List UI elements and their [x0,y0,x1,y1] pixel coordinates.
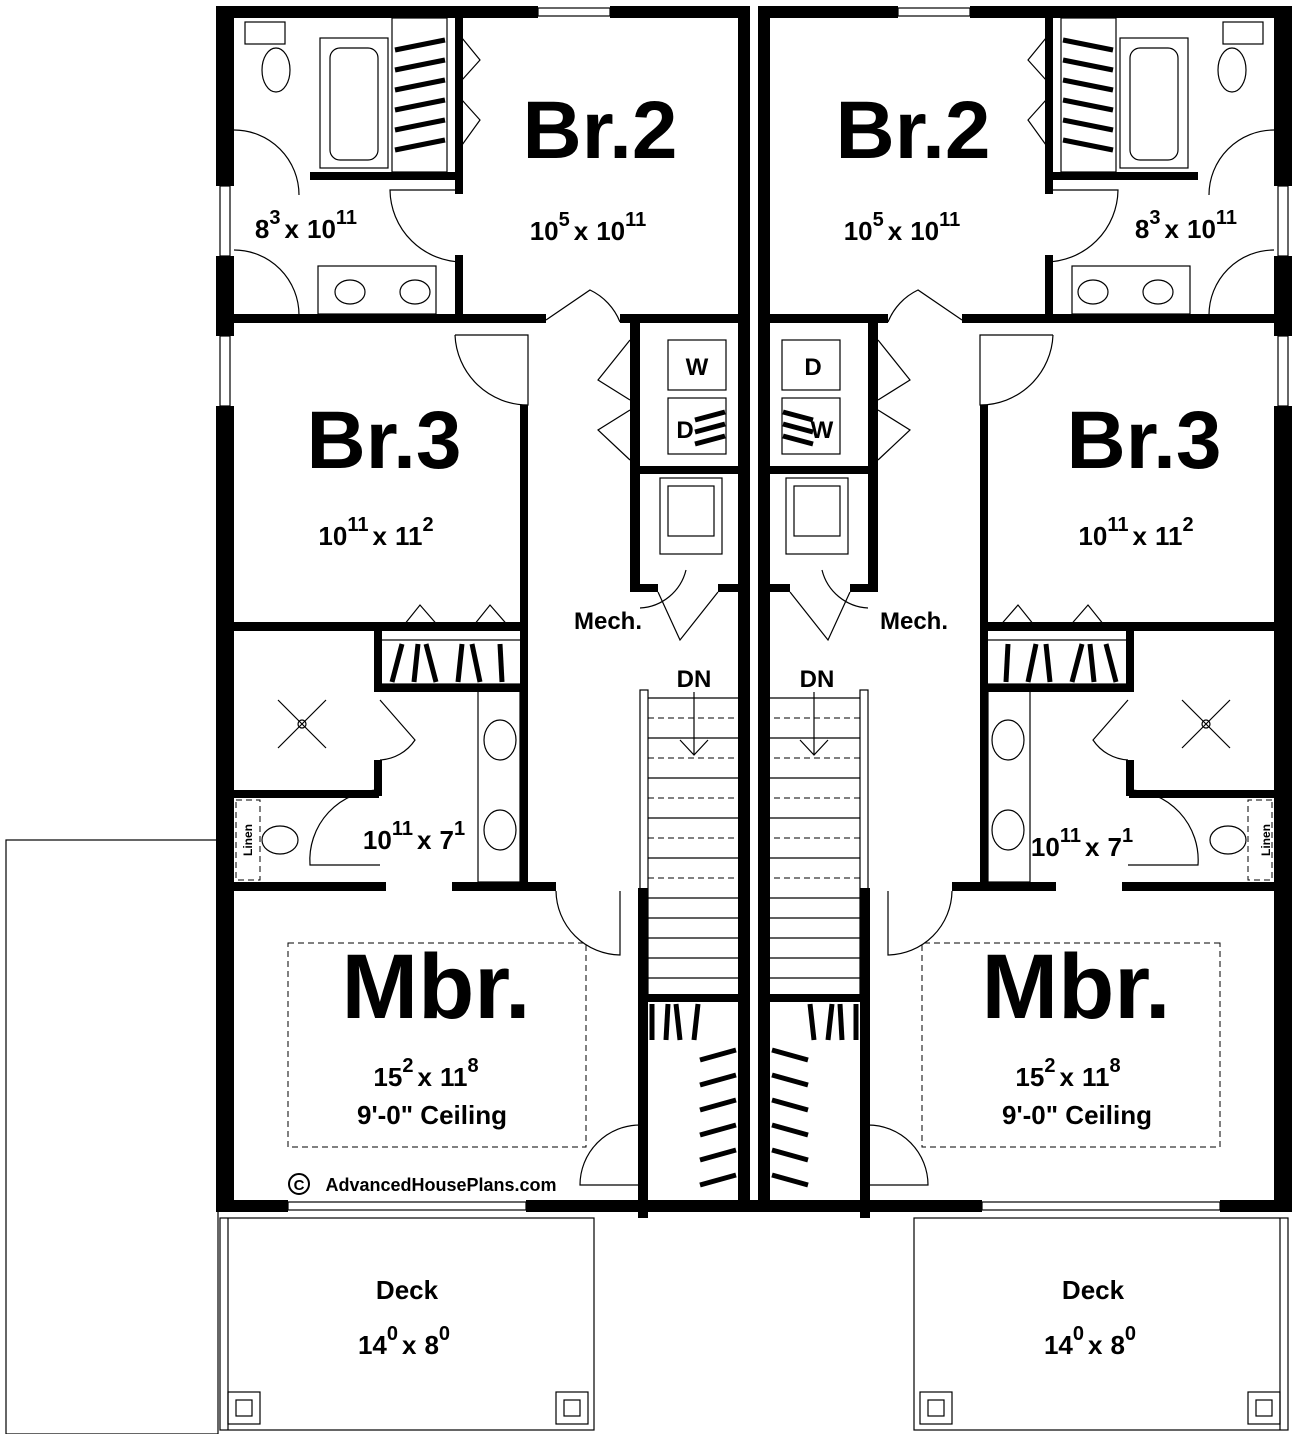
copyright-icon [288,1173,310,1195]
room-name-br3: Br.3 [1067,395,1222,486]
ceiling-height: 9'-0" Ceiling [357,1100,507,1130]
stairs-down-label: DN [677,666,712,693]
room-name-br2: Br.2 [836,85,991,176]
room-name-deck: Deck [1062,1275,1125,1305]
washer-label: W [686,354,709,381]
copyright-notice: C AdvancedHousePlans.com [288,1173,557,1195]
washer-label: W [811,417,834,444]
room-name-br3: Br.3 [307,395,462,486]
party-wall [750,1200,760,1212]
copyright-symbol: C [294,1177,305,1194]
mech-label: Mech. [574,608,642,635]
linen-label: Linen [1259,824,1273,856]
stairs-down-label: DN [800,666,835,693]
room-name-br2: Br.2 [523,85,678,176]
dryer-label: D [676,417,693,444]
room-name-mbr: Mbr. [341,936,530,1038]
ceiling-height: 9'-0" Ceiling [1002,1100,1152,1130]
dryer-label: D [804,354,821,381]
linen-label: Linen [241,824,255,856]
adjacent-outline [5,839,219,1434]
room-name-mbr: Mbr. [981,936,1170,1038]
room-name-deck: Deck [376,1275,439,1305]
copyright-text: AdvancedHousePlans.com [325,1175,556,1195]
mech-label: Mech. [880,608,948,635]
